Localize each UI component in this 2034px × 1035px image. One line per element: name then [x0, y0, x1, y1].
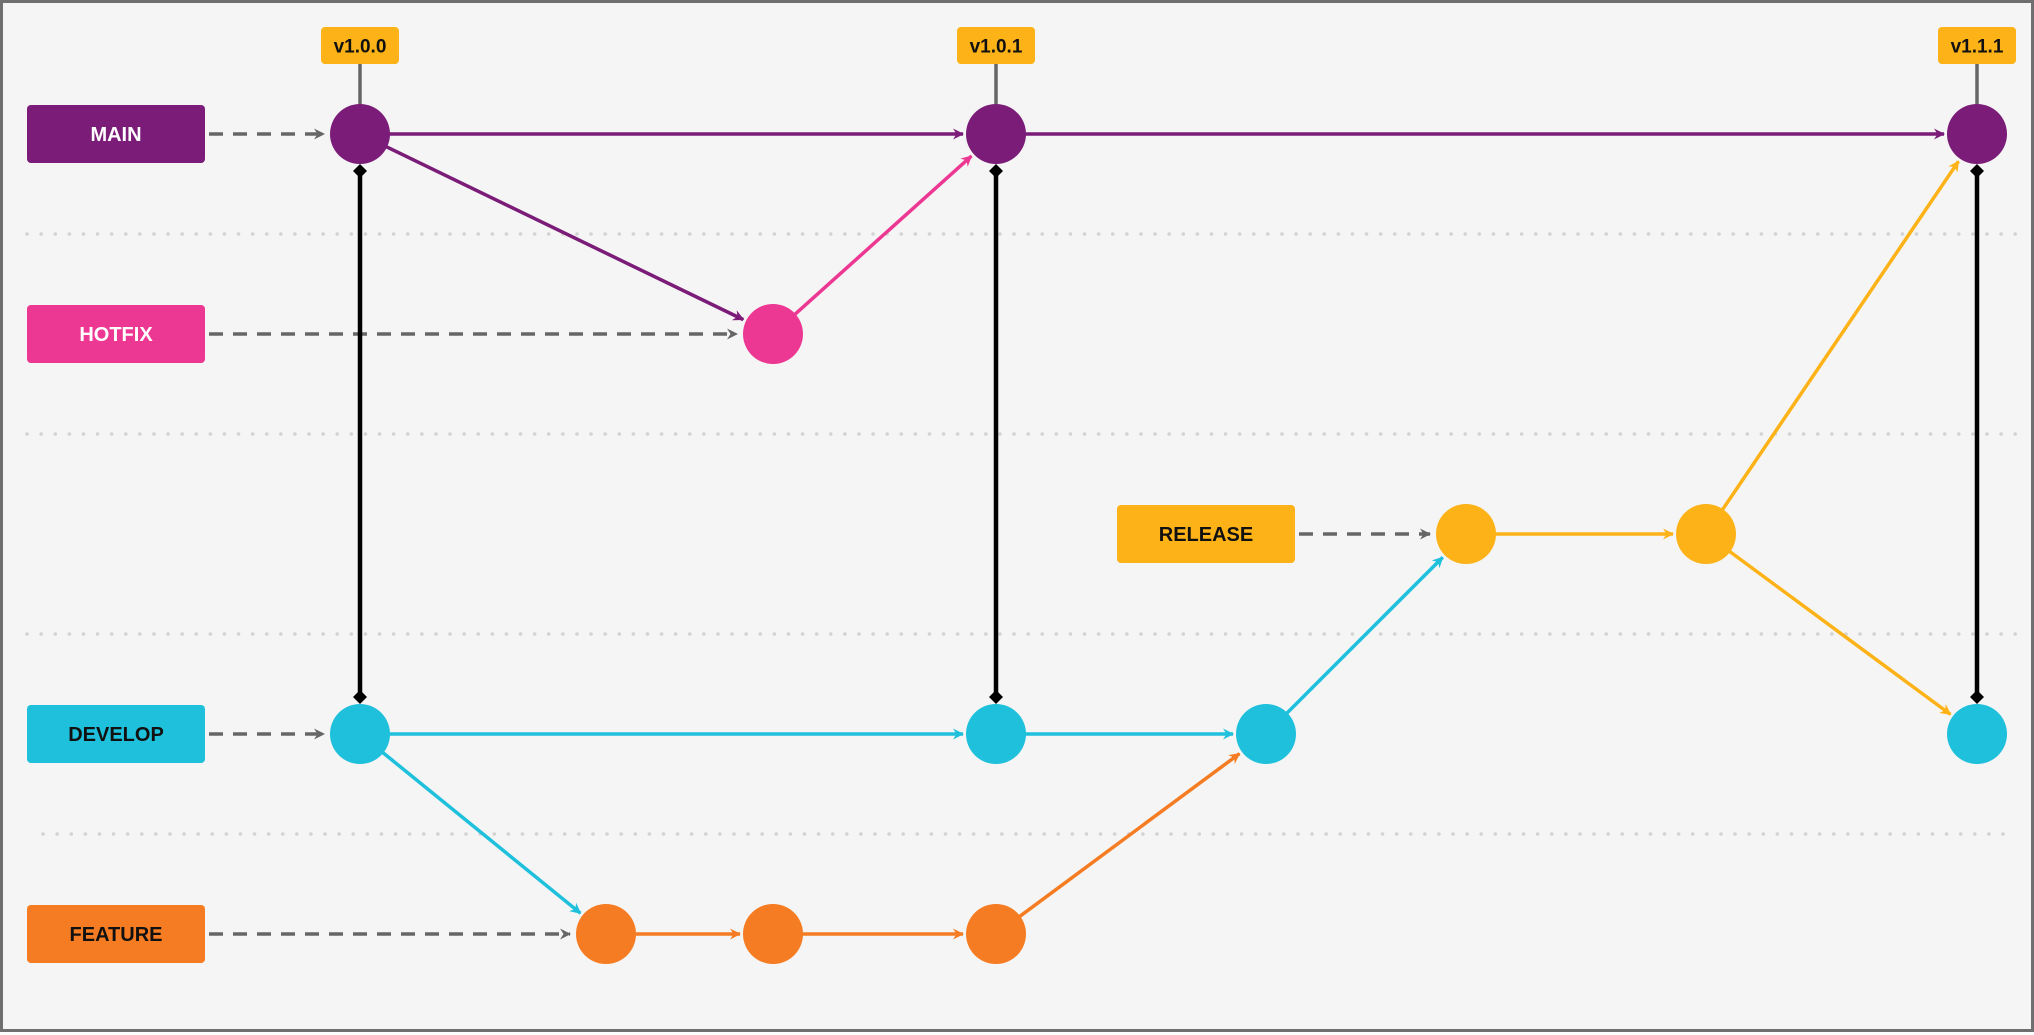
version-tag: v1.0.1: [957, 27, 1035, 104]
edge-h1-m2: [792, 154, 973, 317]
tag-badge: [957, 27, 1035, 64]
feature-commit-f1[interactable]: [576, 904, 636, 964]
tag-label: v1.1.1: [1951, 37, 2004, 58]
branch-label-text: DEVELOP: [68, 724, 164, 746]
hotfix-commit-h1[interactable]: [743, 304, 803, 364]
version-tag: v1.1.1: [1938, 27, 2016, 104]
edge-r2-m3: [1720, 160, 1960, 512]
tag-label: v1.0.0: [334, 37, 387, 58]
branch-label-text: MAIN: [90, 124, 141, 146]
commit-nodes: [330, 104, 2007, 964]
branch-label-box: [27, 305, 205, 363]
edge-f3-d3: [1017, 752, 1241, 919]
release-commit-r1[interactable]: [1436, 504, 1496, 564]
branch-label-box: [27, 105, 205, 163]
branch-label-feature[interactable]: FEATURE: [27, 905, 205, 963]
lane-separators: [25, 232, 2019, 836]
branch-label-main[interactable]: MAIN: [27, 105, 205, 163]
main-commit-m3[interactable]: [1947, 104, 2007, 164]
commit-edges: [380, 128, 1960, 940]
main-commit-m1[interactable]: [330, 104, 390, 164]
branch-label-hotfix[interactable]: HOTFIX: [27, 305, 205, 363]
branch-label-text: RELEASE: [1159, 524, 1253, 546]
feature-commit-f2[interactable]: [743, 904, 803, 964]
version-tags: v1.0.0 v1.0.1 v1.1.1: [321, 27, 2016, 104]
branch-label-text: HOTFIX: [79, 324, 153, 346]
release-commit-r2[interactable]: [1676, 504, 1736, 564]
branch-start-connectors: [209, 128, 1431, 940]
tag-badge: [321, 27, 399, 64]
develop-commit-d2[interactable]: [966, 704, 1026, 764]
feature-commit-f3[interactable]: [966, 904, 1026, 964]
branch-label-develop[interactable]: DEVELOP: [27, 705, 205, 763]
edge-r2-d4: [1727, 549, 1952, 716]
branch-label-box: [27, 705, 205, 763]
edge-m1-h1: [384, 144, 745, 322]
version-tag: v1.0.0: [321, 27, 399, 104]
branch-label-box: [27, 905, 205, 963]
branch-label-release[interactable]: RELEASE: [1117, 505, 1295, 563]
branch-labels: MAIN HOTFIX RELEASE DEVELOP FEATURE: [27, 105, 1295, 963]
edge-d3-r1: [1284, 556, 1444, 716]
gitflow-diagram: v1.0.0 v1.0.1 v1.1.1 MAIN HOTFIX RELEASE DEVE…: [25, 27, 2019, 964]
develop-commit-d3[interactable]: [1236, 704, 1296, 764]
main-commit-m2[interactable]: [966, 104, 1026, 164]
branch-label-text: FEATURE: [70, 924, 163, 946]
edge-d1-f1: [380, 750, 582, 915]
develop-commit-d1[interactable]: [330, 704, 390, 764]
develop-commit-d4[interactable]: [1947, 704, 2007, 764]
tag-badge: [1938, 27, 2016, 64]
tag-label: v1.0.1: [970, 37, 1023, 58]
sync-links: [353, 164, 1984, 704]
branch-label-box: [1117, 505, 1295, 563]
